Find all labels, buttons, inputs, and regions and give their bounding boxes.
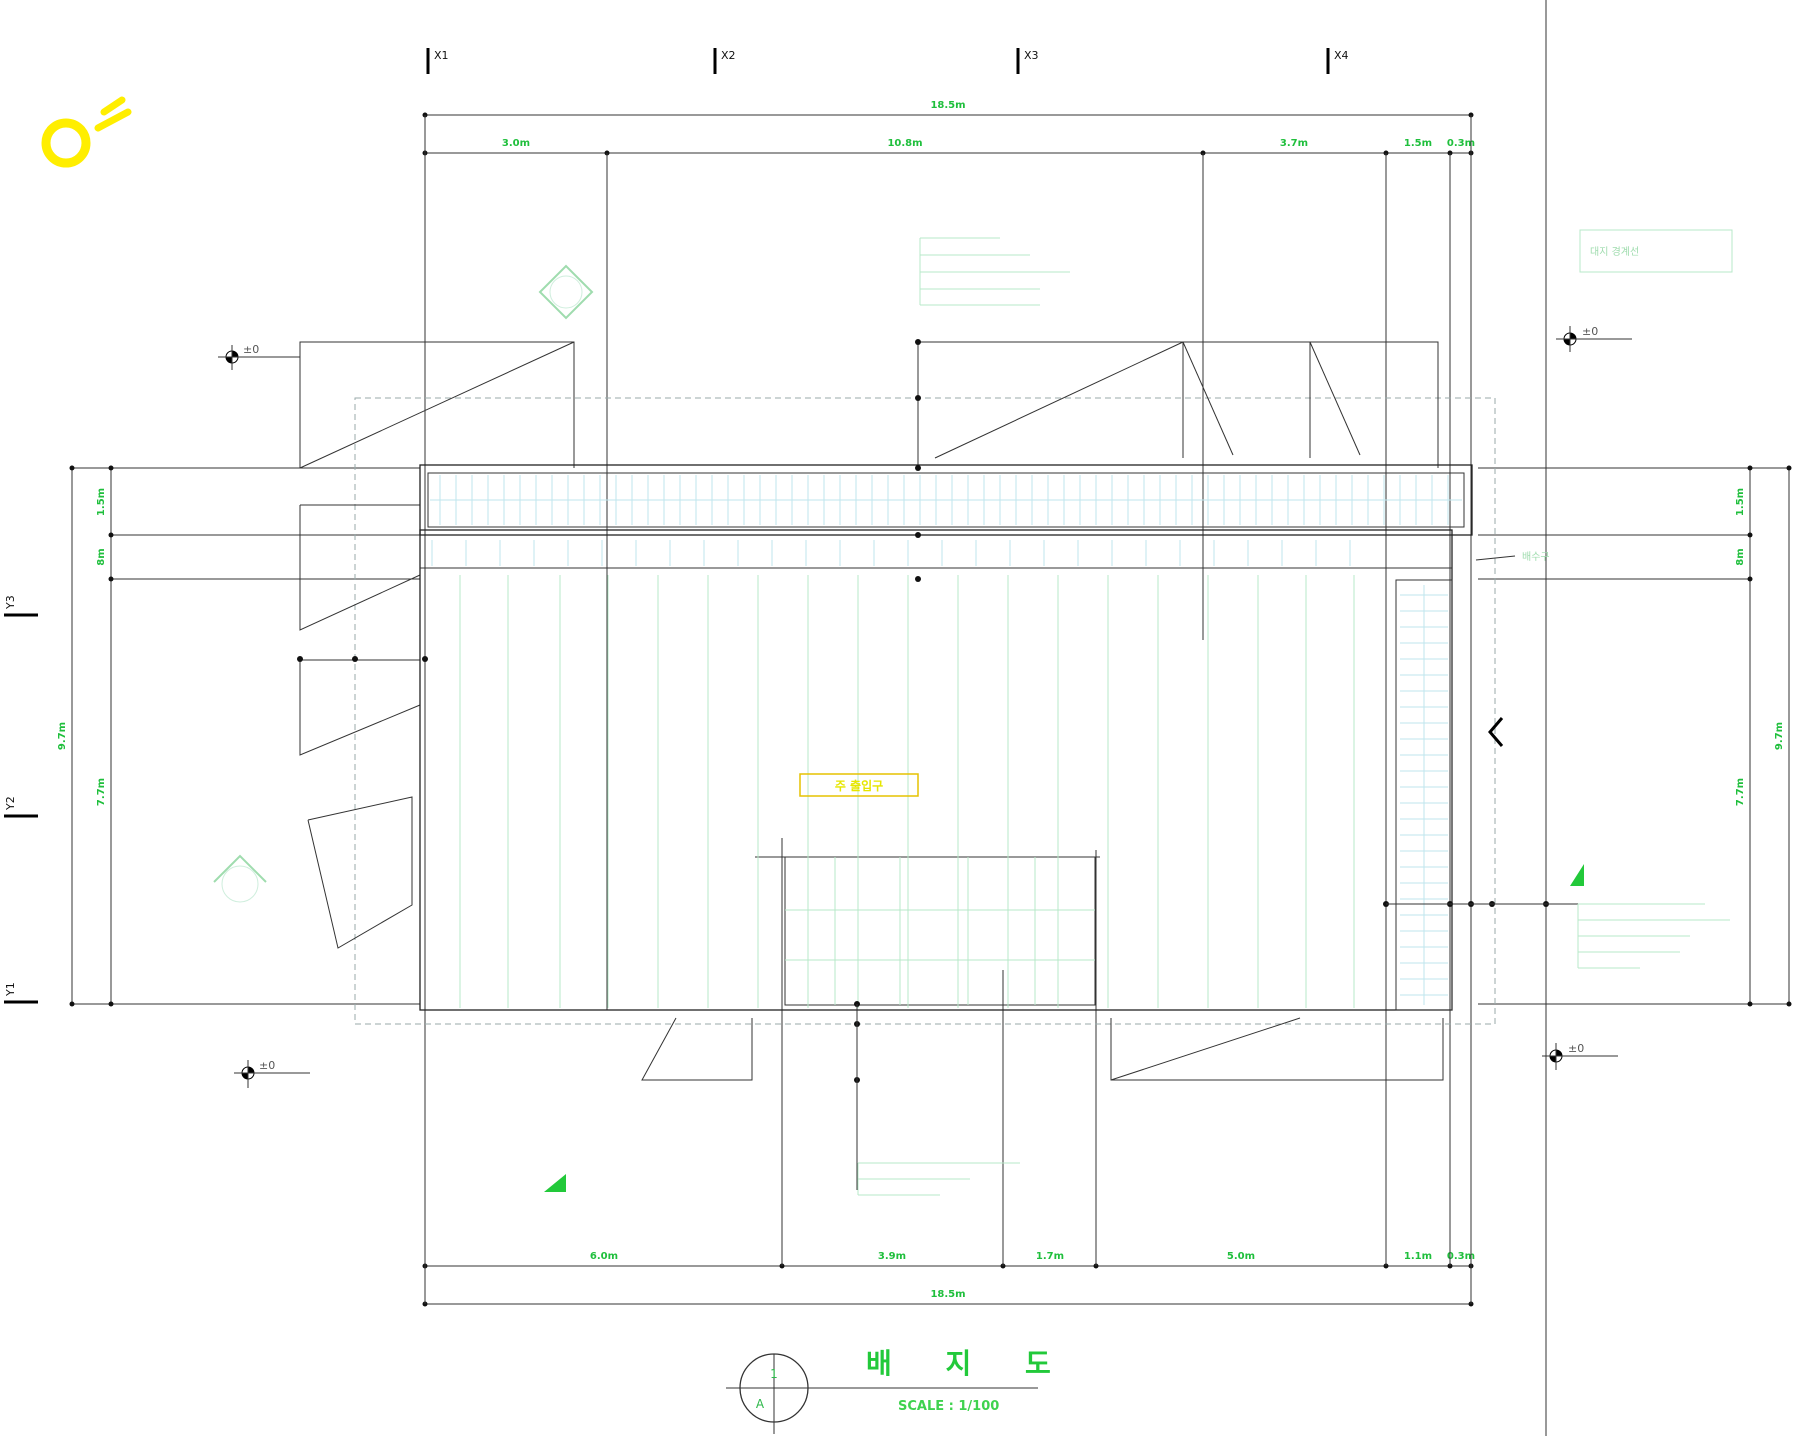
dim-bottom-seg-2: 3.9m (878, 1251, 906, 1262)
detail-number: 1 (770, 1367, 778, 1381)
dim-left-1: 1.5m (96, 488, 107, 516)
annotation-leaders: 대지 경계선 배수구 (857, 229, 1733, 1196)
dim-right-total: 9.7m (1774, 722, 1785, 750)
grid-label-x1: X1 (434, 49, 449, 62)
dim-bottom-seg-5: 1.1m (1404, 1251, 1432, 1262)
grid-label-y1: Y1 (4, 982, 17, 997)
grid-label-x2: X2 (721, 49, 736, 62)
level-label-1: ±0 (243, 343, 259, 356)
level-label-2: ±0 (1582, 325, 1598, 338)
dim-bottom-total: 18.5m (930, 1289, 965, 1300)
dim-left-total: 9.7m (57, 722, 68, 750)
dimension-right: 1.5m 8m 7.7m 9.7m (1478, 465, 1792, 1007)
grid-label-x4: X4 (1334, 49, 1349, 62)
title-block: 1 A 배 지 도 SCALE : 1/100 (726, 1347, 1073, 1434)
dim-bottom-seg-6: 0.3m (1447, 1251, 1475, 1262)
sheet-reference: A (756, 1397, 765, 1411)
site-boundary (354, 397, 1496, 1025)
center-label: 주 출입구 (835, 778, 883, 793)
dimension-top: 18.5m 3.0m 10.8m 3.7m 1.5m 0.3m (422, 100, 1475, 156)
structure-nodes (297, 339, 1580, 1190)
dim-left-3: 7.7m (96, 778, 107, 806)
north-arrow-icon (41, 96, 132, 168)
drawing-scale: SCALE : 1/100 (898, 1399, 999, 1414)
grid-label-y3: Y3 (4, 595, 17, 610)
dim-left-2: 8m (96, 548, 107, 565)
interior-stripes (459, 575, 1355, 1008)
level-label-4: ±0 (1568, 1042, 1584, 1055)
dim-top-seg-1: 3.0m (502, 138, 530, 149)
dim-right-3: 7.7m (1735, 778, 1746, 806)
section-marker-icon (213, 854, 267, 903)
deck-outlines (299, 341, 1444, 1081)
grid-label-x3: X3 (1024, 49, 1039, 62)
dim-bottom-seg-1: 6.0m (590, 1251, 618, 1262)
dim-bottom-seg-4: 5.0m (1227, 1251, 1255, 1262)
level-markers: ±0 ±0 ±0 ±0 (218, 325, 1632, 1088)
dim-right-1: 1.5m (1735, 488, 1746, 516)
roof-band-pattern (430, 475, 1462, 566)
view-marker-icon (544, 1174, 566, 1192)
section-marker-icon (538, 264, 594, 320)
level-marker-icon (1556, 326, 1632, 352)
dim-right-2: 8m (1735, 548, 1746, 565)
corner-box-label: 대지 경계선 (1590, 245, 1639, 258)
drawing-title: 배 지 도 (866, 1347, 1073, 1380)
center-label-box (799, 773, 919, 797)
grid-markers-y: Y1 Y2 Y3 (4, 595, 38, 1004)
dim-top-seg-3: 3.7m (1280, 138, 1308, 149)
dimension-bottom: 6.0m 3.9m 1.7m 5.0m 1.1m 0.3m 18.5m (422, 1251, 1475, 1307)
dim-top-total: 18.5m (930, 100, 965, 111)
stair-grid (1400, 585, 1448, 1005)
lower-interior-grid (785, 857, 1095, 1005)
level-marker-icon (234, 1060, 310, 1088)
grid-markers-x: X1 X2 X3 X4 (426, 48, 1349, 74)
dim-top-seg-4: 1.5m (1404, 138, 1432, 149)
entrance-chevron-icon (1488, 717, 1504, 747)
view-marker-icon (1570, 864, 1584, 886)
level-marker-icon (1542, 1043, 1618, 1070)
dim-top-seg-2: 10.8m (887, 138, 922, 149)
grid-label-y2: Y2 (4, 796, 17, 811)
dim-bottom-seg-3: 1.7m (1036, 1251, 1064, 1262)
building-outline (419, 464, 1473, 1011)
extension-lines (424, 0, 1547, 1436)
level-label-3: ±0 (259, 1059, 275, 1072)
dim-top-seg-5: 0.3m (1447, 138, 1475, 149)
dimension-left: 1.5m 8m 7.7m 9.7m (57, 465, 420, 1007)
level-marker-icon (218, 345, 300, 370)
right-note: 배수구 (1522, 551, 1550, 563)
